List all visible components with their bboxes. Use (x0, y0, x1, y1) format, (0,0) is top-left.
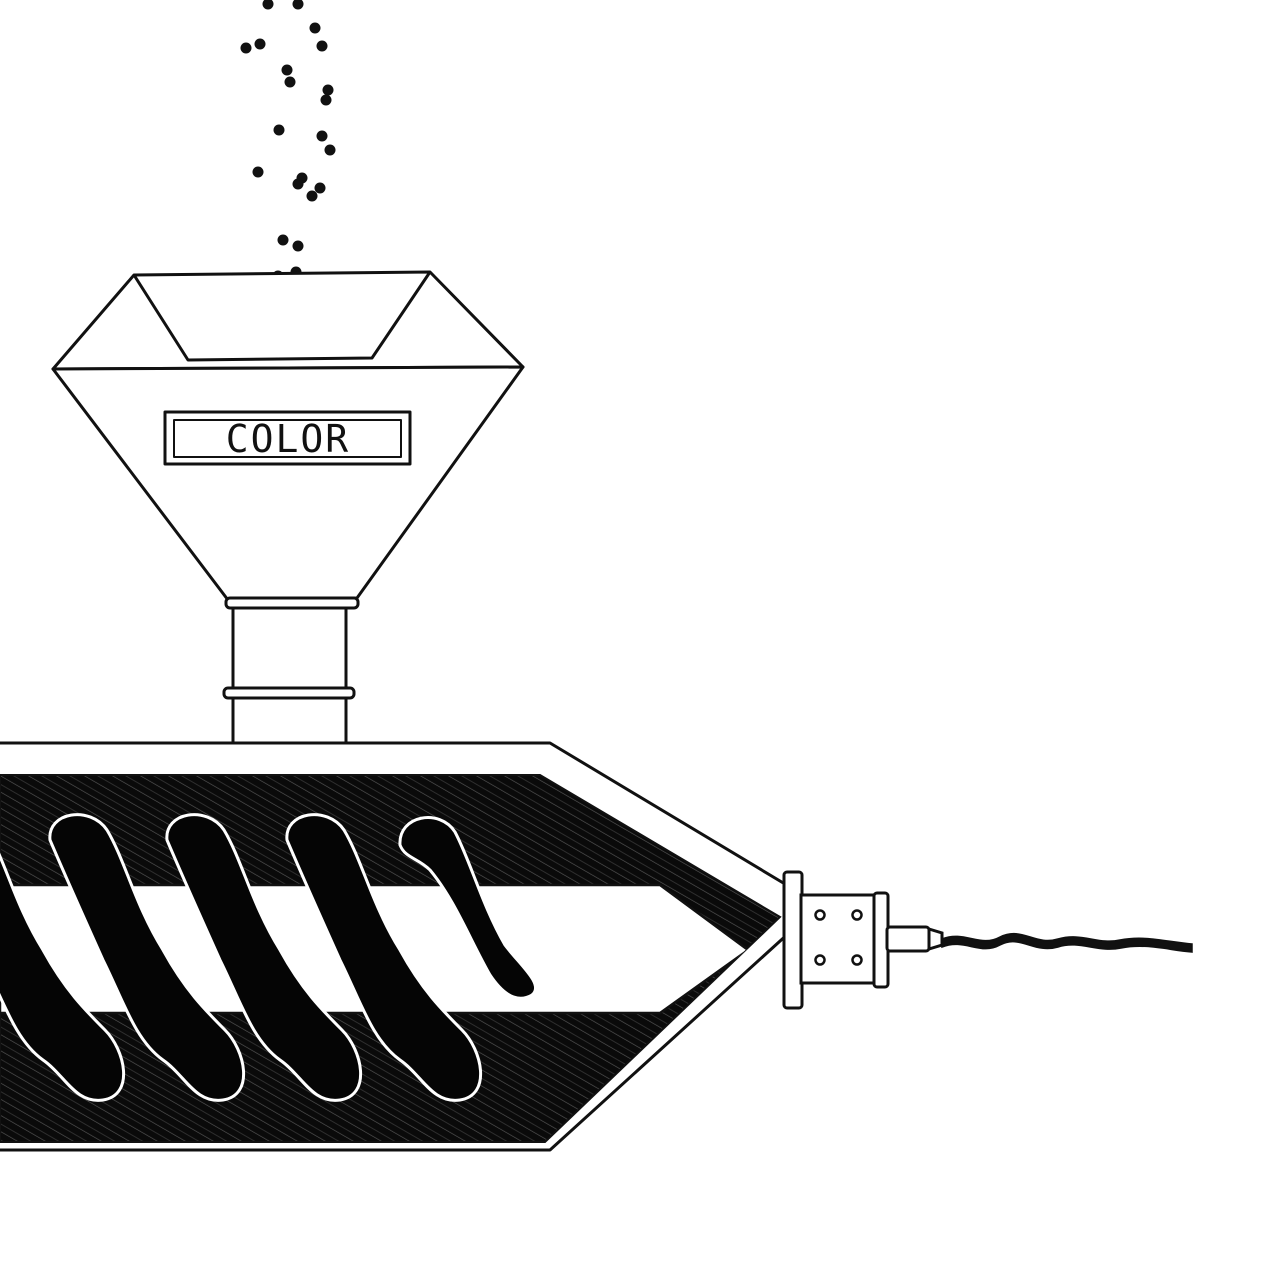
granule (292, 0, 304, 10)
extruded-strand (941, 932, 1193, 953)
screw-flight (0, 813, 126, 1102)
feed-throat (222, 596, 360, 745)
granule (320, 94, 332, 106)
hopper-rim (51, 270, 525, 371)
screw-flight (165, 813, 363, 1102)
screw-conveyor (0, 813, 751, 1102)
granule (324, 144, 336, 156)
granule (284, 76, 296, 88)
nozzle-bolt (851, 909, 863, 921)
screw-flight (285, 813, 483, 1102)
nozzle-bolt (814, 954, 826, 966)
granule (262, 0, 274, 10)
nozzle-bolt (851, 954, 863, 966)
extrusion-nozzle (782, 870, 944, 1010)
granule (292, 240, 304, 252)
nozzle-body (799, 893, 879, 985)
hopper-label: COLOR (226, 417, 350, 461)
hopper-body (51, 365, 525, 602)
granule (314, 182, 326, 194)
throat-collar-bottom (222, 686, 356, 700)
granule (292, 178, 304, 190)
nozzle-tip-point (927, 926, 944, 952)
granule (316, 40, 328, 52)
granule (252, 166, 264, 178)
screw-flight-tip (398, 816, 538, 1000)
nozzle-tip (885, 925, 931, 953)
screw-flight (48, 813, 246, 1102)
granule (322, 84, 334, 96)
granule (281, 64, 293, 76)
granule (273, 124, 285, 136)
screw-flights (0, 813, 538, 1102)
nozzle-flange-left (782, 870, 804, 1010)
granule (277, 234, 289, 246)
throat-pipe (231, 606, 348, 745)
granule (254, 38, 266, 50)
granule (240, 42, 252, 54)
granule (306, 190, 318, 202)
hopper-label-inner (173, 419, 402, 458)
hopper-inner-back (132, 271, 432, 362)
granule (316, 130, 328, 142)
nozzle-bolt (814, 909, 826, 921)
granule (309, 22, 321, 34)
nozzle-bolts (814, 909, 863, 966)
